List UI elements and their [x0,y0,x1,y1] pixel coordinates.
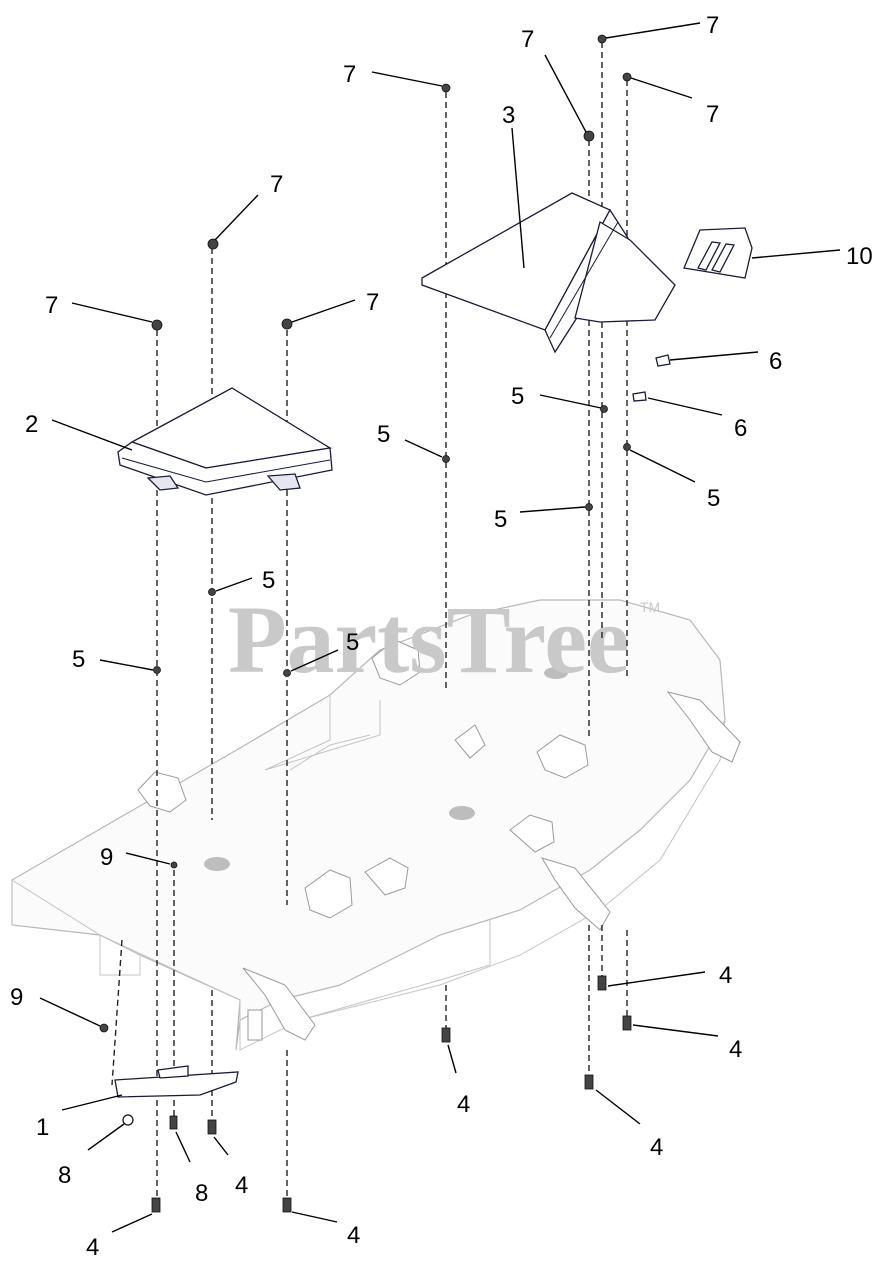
callout-4: 4 [457,1091,470,1118]
callout-4: 4 [235,1172,248,1199]
part-3-right-cover [421,192,676,354]
callout-4: 4 [729,1036,742,1063]
callout-7: 7 [366,289,379,316]
callout-7: 7 [706,12,719,39]
part-10-decal [683,227,753,279]
callout-5: 5 [346,629,359,656]
callout-6: 6 [734,415,747,442]
callout-7: 7 [270,171,283,198]
callout-2: 2 [25,411,38,438]
fasteners [99,34,632,1213]
callout-6: 6 [769,348,782,375]
callout-10: 10 [846,243,873,270]
part-6-clip-b [632,391,647,402]
part-6-clip-a [655,354,671,367]
callout-5: 5 [707,485,720,512]
callout-labels: 7 7 7 7 7 7 7 3 2 10 6 6 5 5 5 5 5 5 5 9… [10,12,873,1261]
callout-4: 4 [347,1222,360,1249]
callout-9: 9 [10,984,23,1011]
callout-4: 4 [719,962,732,989]
mower-deck [11,599,741,1051]
callout-8: 8 [195,1180,208,1207]
callout-4: 4 [86,1234,99,1261]
callout-7: 7 [706,101,719,128]
callout-7: 7 [521,26,534,53]
callout-8: 8 [58,1162,71,1189]
callout-1: 1 [36,1114,49,1141]
callout-5: 5 [262,567,275,594]
leader-lines [39,22,841,1233]
callout-5: 5 [511,383,524,410]
callout-5: 5 [377,421,390,448]
callout-3: 3 [502,102,515,129]
watermark-trademark: TM [640,599,660,615]
callout-5: 5 [72,646,85,673]
callout-7: 7 [343,61,356,88]
callout-7: 7 [45,292,58,319]
watermark-text: PartsTree [228,586,630,693]
part-2-left-cover [117,387,333,496]
part-1-bracket [114,1065,239,1098]
callout-9: 9 [100,844,113,871]
callout-5: 5 [494,506,507,533]
callout-4: 4 [650,1134,663,1161]
